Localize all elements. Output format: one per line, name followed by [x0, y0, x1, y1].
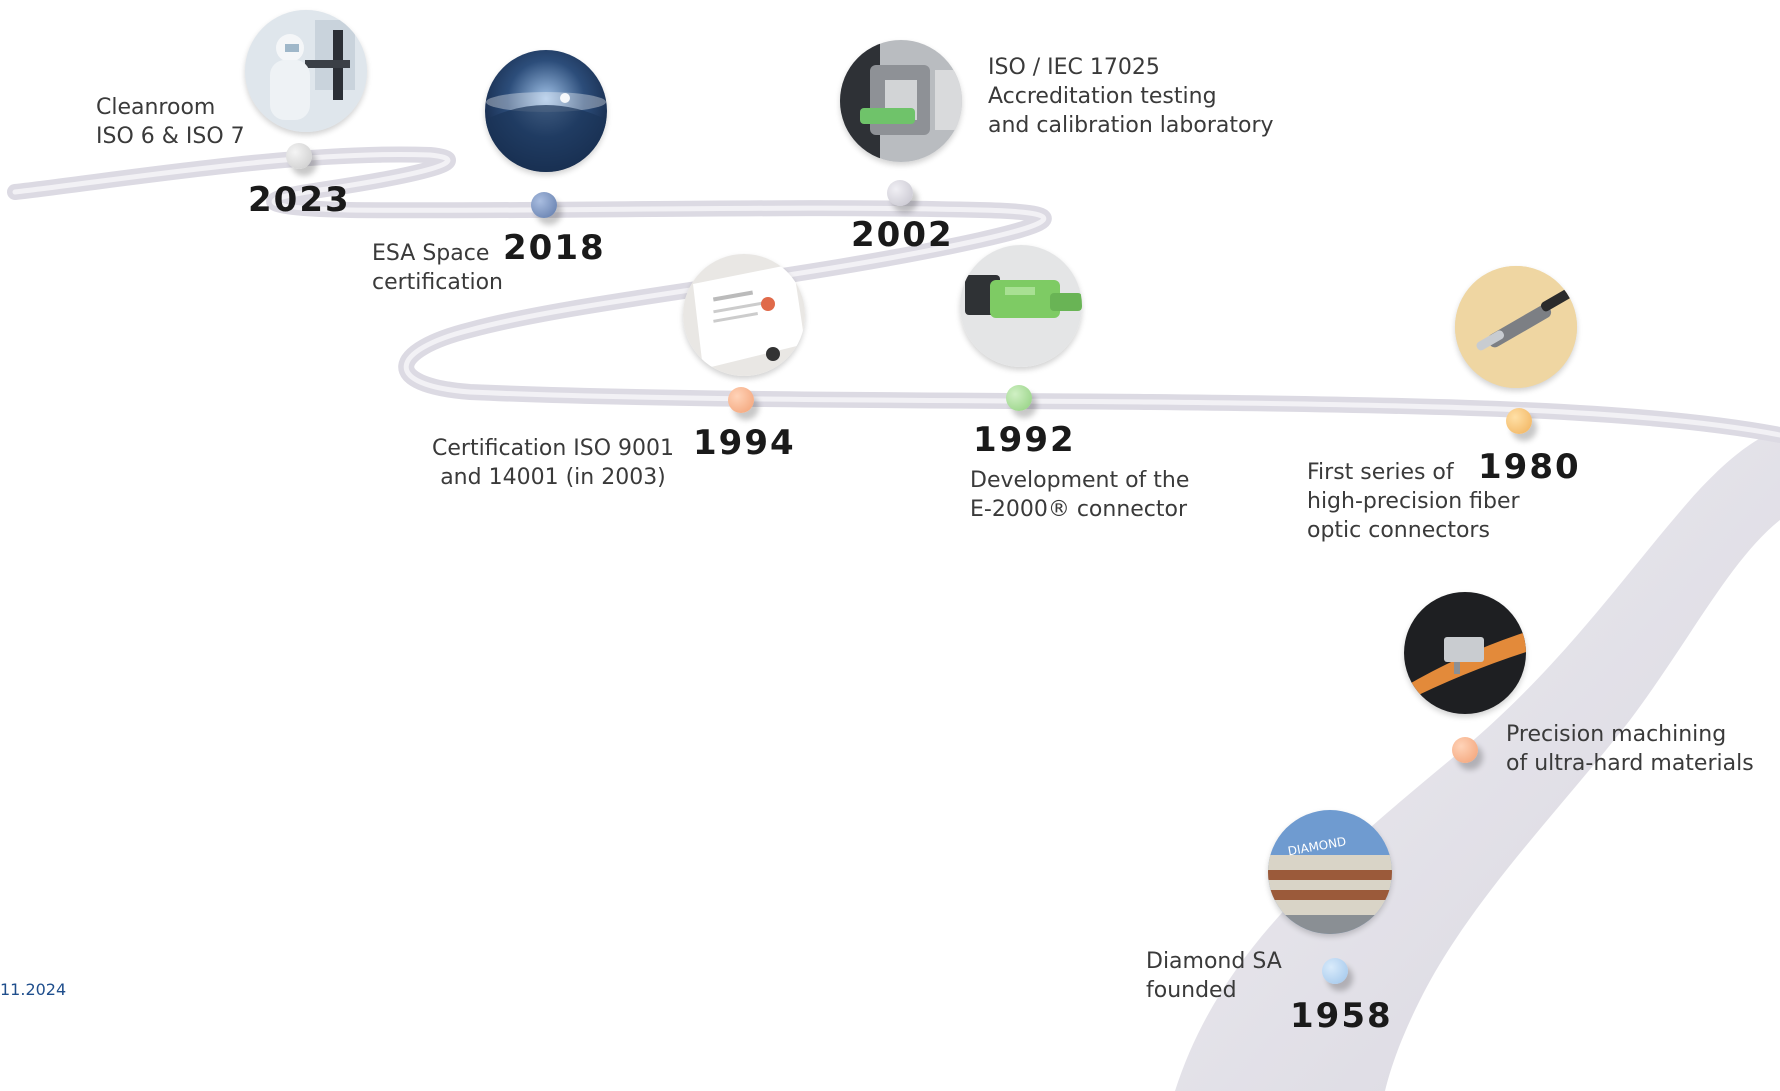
footer-date: 11.2024	[0, 980, 67, 999]
machining-text: Precision machining of ultra-hard materi…	[1506, 722, 1754, 776]
calibration-connector-photo	[840, 40, 962, 162]
certificate-photo	[683, 254, 805, 376]
milestone-1958-dot	[1322, 958, 1348, 984]
milestone-1994-text: Certification ISO 9001 and 14001 (in 200…	[432, 436, 674, 490]
milestone-1992-dot	[1006, 385, 1032, 411]
milestone-1994-year: 1994	[693, 423, 796, 463]
milestone-2002-dot	[887, 180, 913, 206]
milestone-1992-year: 1992	[973, 420, 1076, 460]
milestone-2002-text: ISO / IEC 17025 Accreditation testing an…	[988, 55, 1274, 138]
cleanroom-photo	[245, 10, 367, 132]
fiber-connector-photo	[1455, 266, 1577, 388]
milestone-1994-dot	[728, 387, 754, 413]
milestone-1980-text: First series of high-precision fiber opt…	[1307, 460, 1520, 543]
milestone-1958-text: Diamond SA founded	[1146, 949, 1282, 1003]
milestone-1980-year: 1980	[1478, 447, 1581, 487]
milestone-2018-year: 2018	[503, 228, 606, 268]
milestone-2023-dot	[286, 143, 312, 169]
diamond-building-photo: DIAMOND	[1268, 810, 1392, 934]
machining-dot	[1452, 737, 1478, 763]
space-earth-photo	[485, 50, 607, 172]
milestone-2002-year: 2002	[851, 215, 954, 255]
milestone-2018-text: ESA Space certification	[372, 241, 503, 295]
e2000-connector-photo	[960, 245, 1082, 367]
milestone-2018-dot	[531, 192, 557, 218]
milestone-2023-text: Cleanroom ISO 6 & ISO 7	[96, 95, 245, 149]
milestone-1958-year: 1958	[1290, 996, 1393, 1036]
milestone-1992-text: Development of the E-2000® connector	[970, 468, 1190, 522]
milestone-2023-year: 2023	[248, 180, 351, 220]
stylus-photo	[1404, 592, 1526, 714]
milestone-1980-dot	[1506, 408, 1532, 434]
